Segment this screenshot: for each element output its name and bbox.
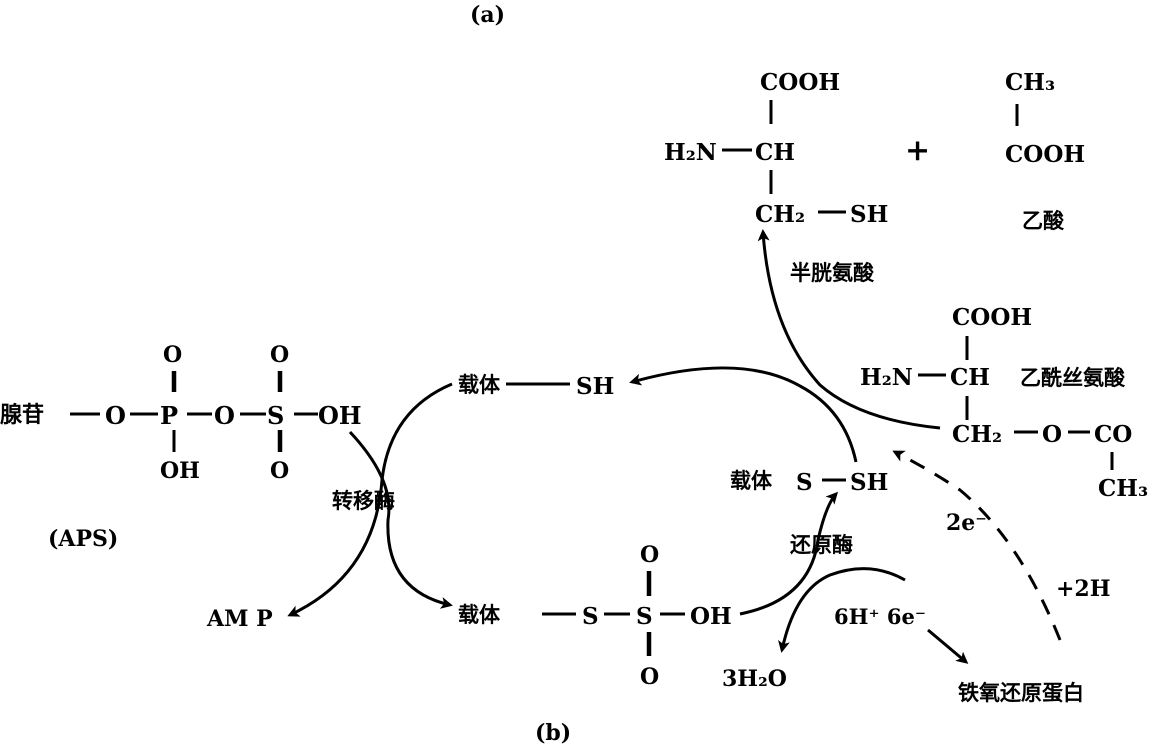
cysteine-h2n: H₂N: [664, 139, 717, 166]
cysteine-ch: CH: [755, 139, 795, 166]
acetylserine: COOH H₂N CH CH₂ O CO CH₃ 乙酰丝氨酸: [860, 304, 1148, 502]
carrier-sulfonate-s1: S: [582, 603, 599, 630]
carrier-sulfonate-oh: OH: [690, 603, 732, 630]
panel-a-label: (a): [470, 2, 505, 28]
ferredoxin-arrow: [927, 628, 969, 664]
acetic-acid: CH₃ COOH 乙酸: [1005, 69, 1085, 233]
aps-name: (APS): [48, 526, 118, 552]
aps-oh: OH: [318, 401, 362, 430]
sulfonate-to-s-sh-arrow: [739, 491, 839, 616]
amp-label: AM P: [206, 606, 273, 632]
carrier-s-sh-carrier: 载体: [730, 469, 773, 493]
carrier-sulfonate-top-o: O: [640, 542, 659, 568]
carrier-sulfonate: 载体 S S OH O O: [458, 542, 732, 690]
aps-p-bottom-oh: OH: [160, 458, 200, 484]
acetic-acid-ch3: CH₃: [1005, 69, 1055, 96]
aps-molecule: 腺苷 O P O S OH O OH O O (APS): [0, 342, 362, 552]
s-sh-to-carrier-sh-arrow: [629, 366, 858, 463]
carrier-sh: 载体 SH: [458, 373, 614, 400]
acetylserine-ch: CH: [950, 364, 990, 391]
acetylserine-to-cysteine-arrow: [757, 229, 941, 430]
acetylserine-name: 乙酰丝氨酸: [1020, 366, 1126, 390]
acetylserine-cooh: COOH: [952, 304, 1032, 331]
aps-s-top-o: O: [270, 342, 289, 368]
cysteine-cooh: COOH: [760, 69, 840, 96]
acetylserine-co: CO: [1094, 421, 1132, 448]
acetylserine-h2n: H₂N: [860, 364, 913, 391]
electron-dashed-arrow: [892, 450, 1062, 641]
aps-p-top-o: O: [163, 342, 182, 368]
cysteine-ch2: CH₂: [755, 201, 805, 228]
acetic-acid-name: 乙酸: [1022, 209, 1065, 233]
cysteine-sh: SH: [850, 201, 888, 228]
aps-o1: O: [105, 401, 126, 430]
acetylserine-ch2: CH₂: [952, 421, 1002, 448]
plus-sign: +: [905, 133, 930, 168]
reductase-label: 还原酶: [789, 533, 853, 557]
plus-2h-label: +2H: [1056, 576, 1111, 602]
carrier-sh-sh: SH: [576, 373, 614, 400]
carrier-sulfonate-carrier: 载体: [458, 603, 501, 627]
carrier-s-sh-s: S: [796, 469, 813, 496]
aps-s: S: [267, 401, 284, 430]
acetylserine-o: O: [1042, 421, 1062, 448]
protons-electrons-label: 6H⁺ 6e⁻: [834, 604, 926, 629]
two-electron-label: 2e⁻: [946, 510, 987, 536]
acetic-acid-cooh: COOH: [1005, 141, 1085, 168]
aps-to-carrier-sulfonate-arrow: [348, 430, 453, 609]
transferase-label: 转移酶: [332, 489, 395, 513]
adenosine-label: 腺苷: [0, 403, 44, 428]
cysteine: COOH H₂N CH CH₂ SH 半胱氨酸: [664, 69, 888, 285]
carrier-sh-to-amp-arrow: [287, 382, 453, 617]
carrier-sulfonate-s2: S: [636, 603, 653, 630]
carrier-s-sh: 载体 S SH: [730, 469, 888, 496]
reduction-water-arrow: [778, 567, 906, 653]
carrier-sh-carrier: 载体: [458, 373, 501, 397]
water-label: 3H₂O: [722, 666, 787, 692]
panel-b-label: (b): [535, 720, 571, 744]
aps-p: P: [160, 401, 178, 430]
acetylserine-ch3: CH₃: [1098, 475, 1148, 502]
carrier-s-sh-sh: SH: [850, 469, 888, 496]
cysteine-name: 半胱氨酸: [790, 261, 875, 285]
aps-s-bottom-o: O: [270, 458, 289, 484]
ferredoxin-label: 铁氧还原蛋白: [958, 681, 1084, 705]
aps-o2: O: [214, 401, 235, 430]
carrier-sulfonate-bottom-o: O: [640, 664, 659, 690]
